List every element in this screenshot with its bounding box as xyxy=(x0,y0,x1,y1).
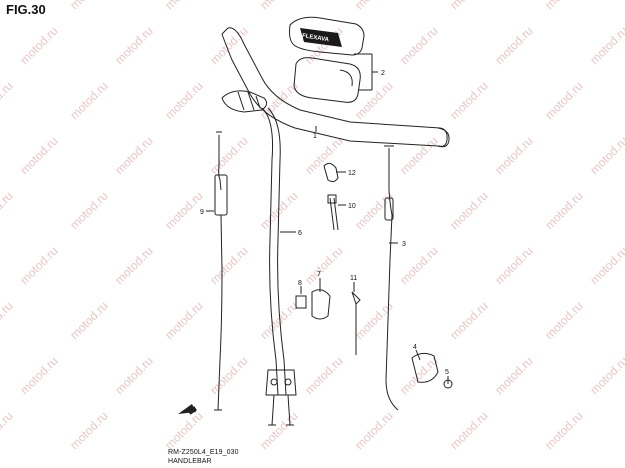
watermark-text: motod.ru xyxy=(0,79,16,122)
watermark-text: motod.ru xyxy=(587,134,625,177)
watermark-text: motod.ru xyxy=(0,0,16,12)
watermark-text: motod.ru xyxy=(302,354,345,397)
watermark-text: motod.ru xyxy=(207,24,250,67)
throttle-housing xyxy=(221,90,268,113)
callout-3: 3 xyxy=(402,241,406,248)
clutch-cable-part-9 xyxy=(214,131,228,411)
callout-1: 1 xyxy=(313,133,317,140)
watermark-text: motod.ru xyxy=(447,299,490,342)
leader-lines xyxy=(206,53,449,384)
callout-8: 8 xyxy=(298,280,302,287)
watermark-text: motod.ru xyxy=(257,409,300,452)
diagram-code: RM-Z250L4_E19_030 xyxy=(168,449,239,456)
handlebar-pad-part-2: FLEXAVA xyxy=(289,16,365,103)
watermark-text: motod.ru xyxy=(67,409,110,452)
watermark-text: motod.ru xyxy=(0,299,16,342)
watermark-text: motod.ru xyxy=(207,134,250,177)
watermark-text: motod.ru xyxy=(542,79,585,122)
watermark-text: motod.ru xyxy=(397,354,440,397)
watermark-text: motod.ru xyxy=(112,354,155,397)
watermark-text: motod.ru xyxy=(352,0,395,12)
callout-10: 10 xyxy=(348,203,356,210)
watermark-text: motod.ru xyxy=(17,354,60,397)
watermark-text: motod.ru xyxy=(492,134,535,177)
watermark-text: motod.ru xyxy=(447,189,490,232)
watermark-text: motod.ru xyxy=(587,354,625,397)
front-arrow-icon xyxy=(178,404,197,415)
watermark-text: motod.ru xyxy=(447,409,490,452)
watermark-text: motod.ru xyxy=(397,134,440,177)
watermark-text: motod.ru xyxy=(352,409,395,452)
watermark-text: motod.ru xyxy=(162,299,205,342)
callout-4: 4 xyxy=(413,344,417,351)
watermark-text: motod.ru xyxy=(67,0,110,12)
watermark-text: motod.ru xyxy=(302,244,345,287)
band-part-10 xyxy=(327,194,339,231)
watermark-text: motod.ru xyxy=(112,244,155,287)
callout-6: 6 xyxy=(298,230,302,237)
bolt-part-8 xyxy=(295,295,307,309)
watermark-text: motod.ru xyxy=(492,354,535,397)
watermark-text: motod.ru xyxy=(397,24,440,67)
watermark-text: motod.ru xyxy=(352,79,395,122)
watermark-text: motod.ru xyxy=(542,189,585,232)
watermark-text: motod.ru xyxy=(17,244,60,287)
watermark-text: motod.ru xyxy=(162,0,205,12)
watermark-text: motod.ru xyxy=(257,0,300,12)
watermark-text: motod.ru xyxy=(587,244,625,287)
guide-part-7 xyxy=(311,289,331,320)
watermark-text: motod.ru xyxy=(302,134,345,177)
watermark-text: motod.ru xyxy=(17,24,60,67)
watermark-text: motod.ru xyxy=(492,244,535,287)
figure-title: FIG.30 xyxy=(6,2,46,17)
watermark-text: motod.ru xyxy=(492,24,535,67)
watermark-text: motod.ru xyxy=(447,79,490,122)
watermark-text: motod.ru xyxy=(0,409,16,452)
handlebar-part-1 xyxy=(221,27,450,148)
watermark-text: motod.ru xyxy=(162,409,205,452)
callout-7: 7 xyxy=(317,271,321,278)
watermark-text: motod.ru xyxy=(67,79,110,122)
watermark-text: motod.ru xyxy=(112,134,155,177)
watermark-text: motod.ru xyxy=(162,79,205,122)
callout-11: 11 xyxy=(350,275,357,282)
callout-9: 9 xyxy=(200,209,204,216)
bracket-part-4 xyxy=(411,352,439,383)
watermark-text: motod.ru xyxy=(587,24,625,67)
throttle-cables-part-6 xyxy=(261,107,297,426)
callout-5: 5 xyxy=(445,369,449,376)
watermark-text: motod.ru xyxy=(112,24,155,67)
clamp-part-12 xyxy=(323,162,339,183)
watermark-text: motod.ru xyxy=(542,299,585,342)
watermark-text: motod.ru xyxy=(397,244,440,287)
clamp-part-11 xyxy=(351,291,361,355)
watermark-text: motod.ru xyxy=(0,189,16,232)
watermark-text: motod.ru xyxy=(17,134,60,177)
watermark-text: motod.ru xyxy=(67,189,110,232)
pad-brand-text: FLEXAVA xyxy=(302,33,330,43)
watermark-text: motod.ru xyxy=(542,409,585,452)
callout-2: 2 xyxy=(381,70,385,77)
watermark-text: motod.ru xyxy=(207,354,250,397)
cable-part-3 xyxy=(384,145,399,411)
watermark-text: motod.ru xyxy=(447,0,490,12)
diagram-name: HANDLEBAR xyxy=(168,458,212,465)
watermark-text: motod.ru xyxy=(207,244,250,287)
watermark-text: motod.ru xyxy=(352,299,395,342)
callout-12: 12 xyxy=(348,170,356,177)
watermark-text: motod.ru xyxy=(67,299,110,342)
watermark-text: motod.ru xyxy=(542,0,585,12)
